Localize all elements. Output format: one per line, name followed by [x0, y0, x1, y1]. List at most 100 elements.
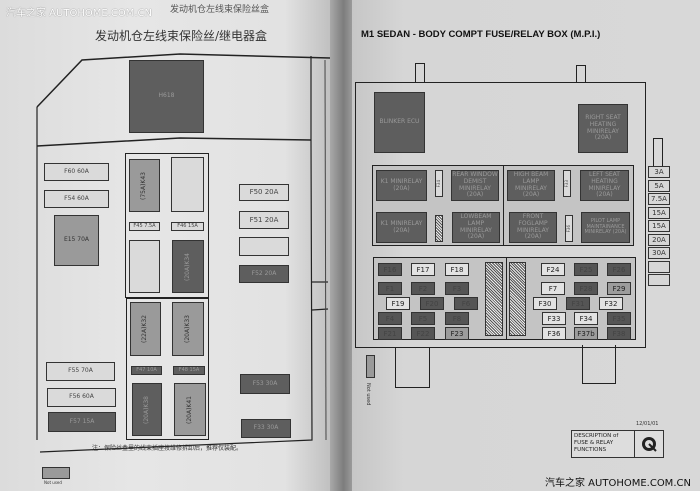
rear-window-demist-relay: REAR WINDOW DEMIST MINIRELAY (20A)	[451, 170, 499, 201]
fuse-f16: F16	[378, 263, 402, 276]
pilot-lamp-relay: PILOT LAMP MAINTAINANCE MINIRELAY (20A)	[581, 212, 630, 243]
fuse-f32: F32	[599, 297, 623, 310]
description-box: DESCRIPTION of FUSE & RELAY FUNCTIONS	[571, 430, 635, 458]
fuse-f45: F45 7.5A	[129, 222, 160, 231]
relay-group-upper	[125, 153, 209, 298]
fuse-f28: F28	[574, 282, 598, 295]
logo	[634, 430, 664, 458]
relay-k38: (20A)K38	[132, 383, 162, 436]
relay-slot-empty	[171, 157, 204, 212]
fuse-f33: F33	[542, 312, 566, 325]
lowbeam-relay: LOWBEAM LAMP MINIRELAY (20A)	[452, 212, 500, 243]
fuse-f48: F48 15A	[173, 366, 205, 375]
fuse-f47: F47 10A	[131, 366, 162, 375]
strip-fuse: 30A	[648, 247, 670, 259]
strip-fuse: 7.5A	[648, 193, 670, 205]
front-foglamp-relay: FRONT FOGLAMP MINIRELAY (20A)	[509, 212, 557, 243]
k1-minirelay: K1 MINIRELAY (20A)	[376, 170, 427, 201]
fuse-f24: F24	[541, 263, 565, 276]
fuse-f46: F46 15A	[171, 222, 204, 231]
fuse-f50: F50 20A	[239, 184, 289, 201]
fuse-slot-empty	[239, 237, 289, 256]
legend-swatch	[42, 467, 70, 479]
fuse-f20: F20	[420, 297, 444, 310]
fuse-e15: E15 70A	[54, 215, 99, 266]
strip-fuse: 15A	[648, 220, 670, 232]
fuse-f26: F26	[607, 263, 631, 276]
fuse-small: F33	[563, 170, 571, 197]
fuse-f54: F54 60A	[44, 190, 109, 208]
brand-logo-icon	[642, 437, 657, 452]
fuse-f18: F18	[445, 263, 469, 276]
fuse-f2: F2	[411, 282, 435, 295]
hatched-slot	[509, 262, 526, 336]
fuse-f60: F60 60A	[44, 163, 109, 181]
strip-fuse	[648, 260, 670, 273]
watermark: 汽车之家 AUTOHOME.COM.CN	[545, 478, 691, 489]
fuse-f7: F7	[541, 282, 565, 295]
fuse-small: F34	[435, 170, 443, 197]
strip-fuse	[648, 274, 670, 286]
watermark: 汽车之家 AUTOHOME.COM.CN	[6, 8, 152, 19]
left-seat-heating-relay: LEFT SEAT HEATING MINIRELAY (20A)	[580, 170, 629, 201]
strip-fuse: 15A	[648, 206, 670, 219]
fuse-f57: F57 15A	[48, 412, 116, 432]
page-title: M1 SEDAN - BODY COMPT FUSE/RELAY BOX (M.…	[361, 29, 601, 40]
blinker-ecu: BLINKER ECU	[374, 92, 425, 153]
fuse-f3: F3	[445, 282, 469, 295]
relay-h618: H618	[129, 60, 204, 133]
fuse-small: F36	[565, 215, 573, 242]
strip-fuse: 5A	[648, 179, 670, 192]
fuse-box-outline	[36, 53, 331, 453]
fuse-f30: F30	[533, 297, 557, 310]
fuse-f34: F34	[574, 312, 598, 325]
mount-tab	[582, 345, 616, 384]
footnote: 注：保险丝盒里的线束插座按维修拆卸后，推荐仅装配。	[92, 445, 243, 452]
fuse-f56: F56 60A	[47, 388, 116, 407]
hatched-slot	[435, 215, 443, 242]
relay-k32: (22A)K32	[130, 302, 161, 356]
fuse-f8: F8	[445, 312, 469, 325]
fuse-f52: F52 20A	[239, 265, 289, 283]
strip-fuse: 3A	[648, 166, 670, 178]
fuse-f36: F36	[542, 327, 566, 340]
hatched-slot	[485, 262, 503, 336]
relay-group-lower	[126, 298, 209, 440]
fuse-f1: F1	[378, 282, 402, 295]
relay-k41: (20A)K41	[174, 383, 206, 436]
legend-label: Not used	[365, 383, 371, 406]
strip-fuse: 20A	[648, 233, 670, 246]
fuse-f6: F6	[454, 297, 478, 310]
fuse-f55: F55 70A	[46, 362, 115, 381]
fuse-f22: F22	[411, 327, 435, 340]
legend-label: Not used	[44, 480, 62, 485]
fuse-f31: F31	[566, 297, 590, 310]
fuse-f25: F25	[574, 263, 598, 276]
relay-k33: (20A)K33	[172, 302, 204, 356]
page-title: 发动机仓左线束保险丝/继电器盒	[95, 29, 268, 43]
high-beam-relay: HIGH BEAM LAMP MINIRELAY (20A)	[507, 170, 555, 201]
relay-k43: (75A)K43	[129, 159, 160, 212]
fuse-f21: F21	[378, 327, 402, 340]
fuse-f4: F4	[378, 312, 402, 325]
fuse-f33: F33 30A	[241, 419, 291, 438]
mount-tab	[653, 138, 663, 166]
mount-tab	[576, 65, 586, 83]
right-seat-heating-relay: RIGHT SEAT HEATING MINIRELAY (20A)	[578, 104, 628, 153]
fuse-f23: F23	[445, 327, 469, 340]
relay-slot-empty	[129, 240, 160, 293]
k1-minirelay: K1 MINIRELAY (20A)	[376, 212, 427, 243]
fuse-f37b: F37b	[574, 327, 598, 340]
fuse-f19: F19	[386, 297, 410, 310]
mount-tab	[395, 347, 430, 388]
body-fuse-box	[355, 82, 646, 348]
relay-k34: (20A)K34	[172, 240, 204, 293]
fuse-f35: F35	[607, 312, 631, 325]
fuse-f53: F53 30A	[240, 374, 290, 394]
fuse-f51: F51 20A	[239, 211, 289, 229]
date: 12/01/01	[636, 421, 659, 427]
mount-tab	[415, 63, 425, 83]
fuse-f29: F29	[607, 282, 631, 295]
fuse-f38: F38	[607, 327, 631, 340]
clipped-header: 发动机仓左线束保险丝盒	[170, 5, 270, 15]
